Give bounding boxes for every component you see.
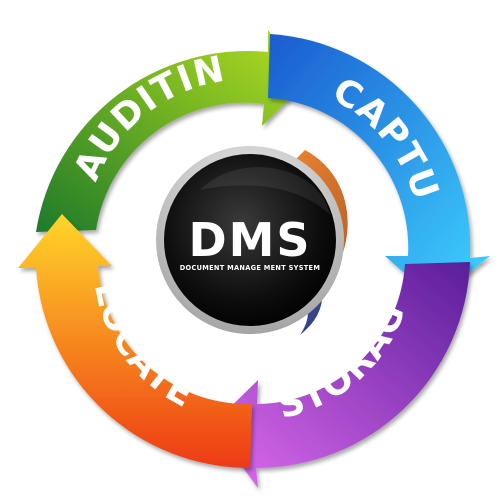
center-title: DMS [188,213,311,267]
storage-arrow [212,262,470,488]
auditing-label: AUDITING [0,0,229,187]
locate-arrow [18,214,252,469]
dms-badge: DMS DOCUMENT MANAGE MENT SYSTEM [156,146,348,335]
center-subtitle: DOCUMENT MANAGE MENT SYSTEM [180,264,320,272]
capture-arrow [268,34,490,300]
badge-core [164,154,336,326]
auditing-arrow [36,30,305,232]
